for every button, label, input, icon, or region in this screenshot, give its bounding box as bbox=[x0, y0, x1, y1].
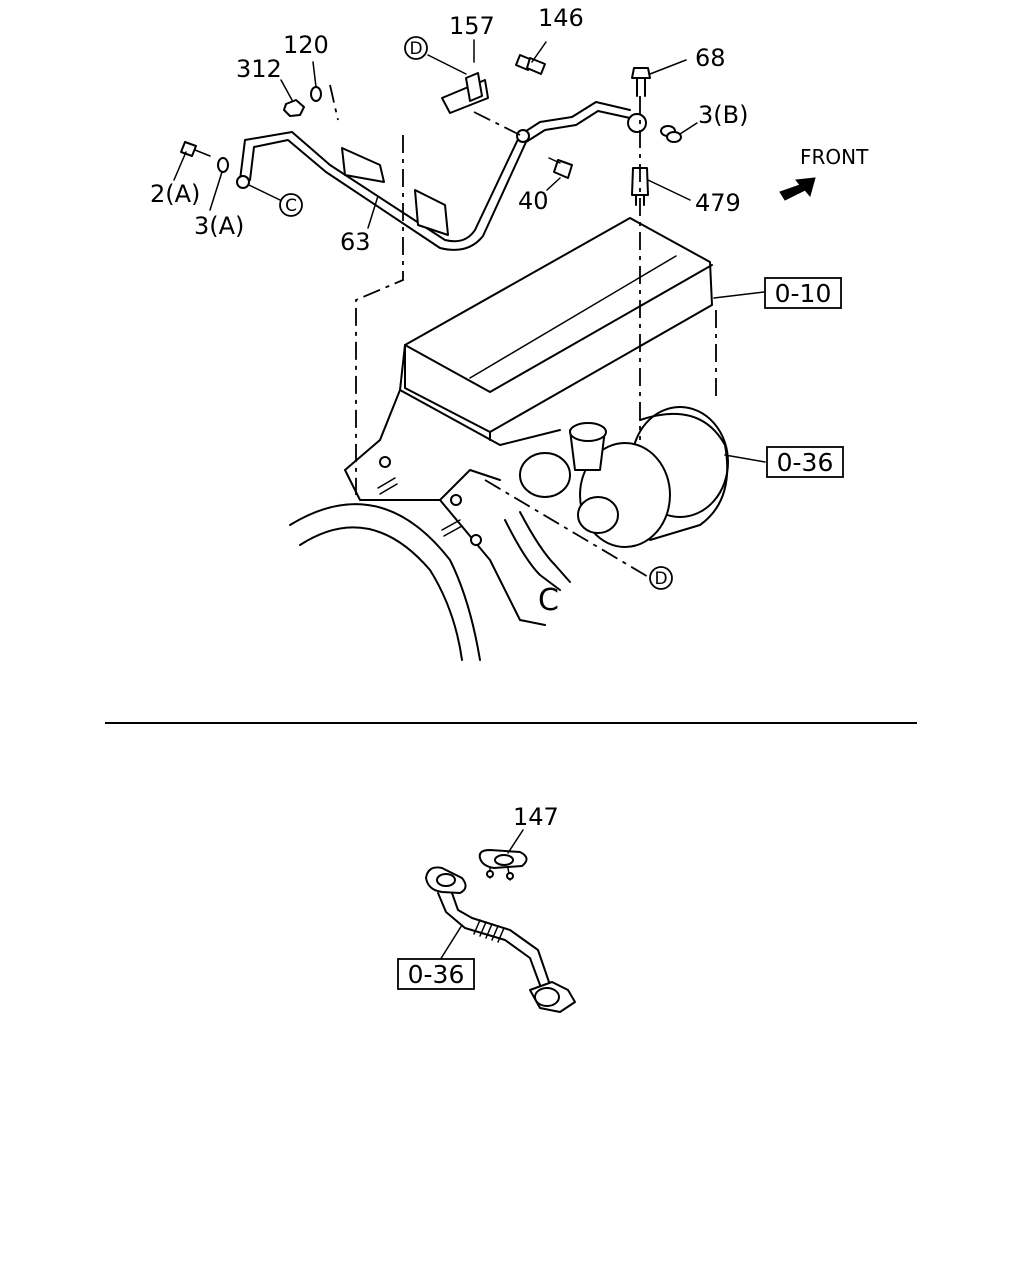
callout-40: 40 bbox=[518, 187, 549, 215]
stud-bolts bbox=[377, 456, 482, 546]
svg-text:0-36: 0-36 bbox=[777, 448, 834, 477]
front-label: FRONT bbox=[800, 145, 869, 169]
callout-3b: 3(B) bbox=[698, 101, 748, 129]
ref-letter: C bbox=[285, 196, 297, 216]
oil-return-pipe bbox=[425, 829, 576, 1013]
section-ref-0-36-top[interactable]: 0-36 bbox=[766, 446, 844, 478]
callout-147: 147 bbox=[513, 803, 559, 831]
callout-68: 68 bbox=[695, 44, 726, 72]
alignment-lines bbox=[329, 84, 717, 579]
ref-circle-d-top: D bbox=[404, 36, 428, 60]
svg-text:0-10: 0-10 bbox=[775, 279, 832, 308]
ref-letter-c-engine: C bbox=[538, 583, 559, 618]
callout-3a: 3(A) bbox=[194, 212, 244, 240]
section-ref-0-10[interactable]: 0-10 bbox=[764, 277, 842, 309]
ref-circle-d-bottom: D bbox=[649, 566, 673, 590]
fasteners bbox=[173, 39, 698, 211]
oil-feed-pipe bbox=[236, 72, 647, 251]
callout-157: 157 bbox=[449, 12, 495, 40]
callout-63: 63 bbox=[340, 228, 371, 256]
section-ref-0-36-bottom[interactable]: 0-36 bbox=[397, 958, 475, 990]
callout-120: 120 bbox=[283, 31, 329, 59]
front-arrow-icon bbox=[779, 177, 816, 201]
ref-letter: D bbox=[654, 569, 667, 589]
ref-circle-c-left: C bbox=[279, 193, 303, 217]
ref-letter: D bbox=[409, 39, 422, 59]
callout-312: 312 bbox=[236, 55, 282, 83]
callout-479: 479 bbox=[695, 189, 741, 217]
callout-2a: 2(A) bbox=[150, 180, 200, 208]
front-indicator: FRONT bbox=[779, 145, 869, 201]
engine-assembly bbox=[289, 217, 729, 661]
callout-146: 146 bbox=[538, 4, 584, 32]
svg-text:0-36: 0-36 bbox=[408, 960, 465, 989]
